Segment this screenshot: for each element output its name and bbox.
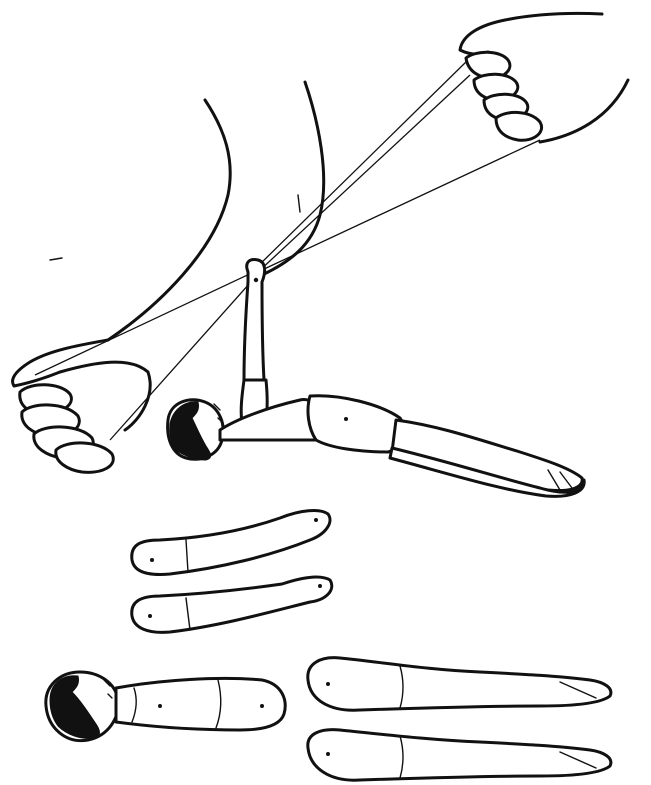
part-torso (116, 678, 285, 730)
arm-piece-outline (132, 511, 330, 575)
arm-joint-dot (254, 278, 258, 282)
string-upper-hand-1 (256, 60, 468, 268)
leg-piece-dot (326, 682, 330, 686)
stray-mark (50, 258, 62, 260)
forearm-crease (298, 195, 300, 212)
assembled-puppet (168, 260, 585, 497)
upper-leg-piece (308, 658, 611, 711)
upper-arm-piece (132, 511, 330, 575)
string-upper-hand-2 (258, 75, 470, 272)
arm-piece-2-dot-left (148, 614, 152, 618)
forearm-outer-edge (108, 100, 230, 340)
upper-hand-finger-4 (496, 112, 542, 140)
arm-piece-dot-left (150, 558, 154, 562)
hip-joint-dot (344, 417, 348, 421)
lower-arm-piece (132, 577, 332, 632)
arm-piece-dot-right (314, 518, 318, 522)
arm-piece-2-outline (132, 577, 332, 632)
lower-leg-piece (308, 730, 611, 781)
head-and-torso-piece (46, 672, 285, 741)
leg-piece-2-dot (326, 752, 330, 756)
upper-hand-top-outline (460, 13, 602, 54)
lower-left-hand (13, 340, 151, 472)
string-upper-hand-3 (262, 140, 540, 270)
upper-right-hand (460, 13, 628, 142)
puppet-raised-forearm (244, 260, 265, 381)
part-torso-dot-1 (158, 704, 162, 708)
arm-piece-2-dot-right (318, 584, 322, 588)
puppet-strings (35, 60, 540, 440)
part-torso-dot-2 (260, 704, 264, 708)
top-panel-assembled-puppet (13, 13, 628, 496)
lower-hand-finger-4 (56, 443, 113, 472)
puppet-hips (308, 396, 405, 452)
bottom-panel-parts (46, 511, 611, 781)
left-forearm (50, 82, 324, 340)
upper-hand-palm-outline (540, 80, 628, 142)
string-lower-hand-1 (35, 270, 258, 375)
puppet-torso (220, 400, 320, 440)
